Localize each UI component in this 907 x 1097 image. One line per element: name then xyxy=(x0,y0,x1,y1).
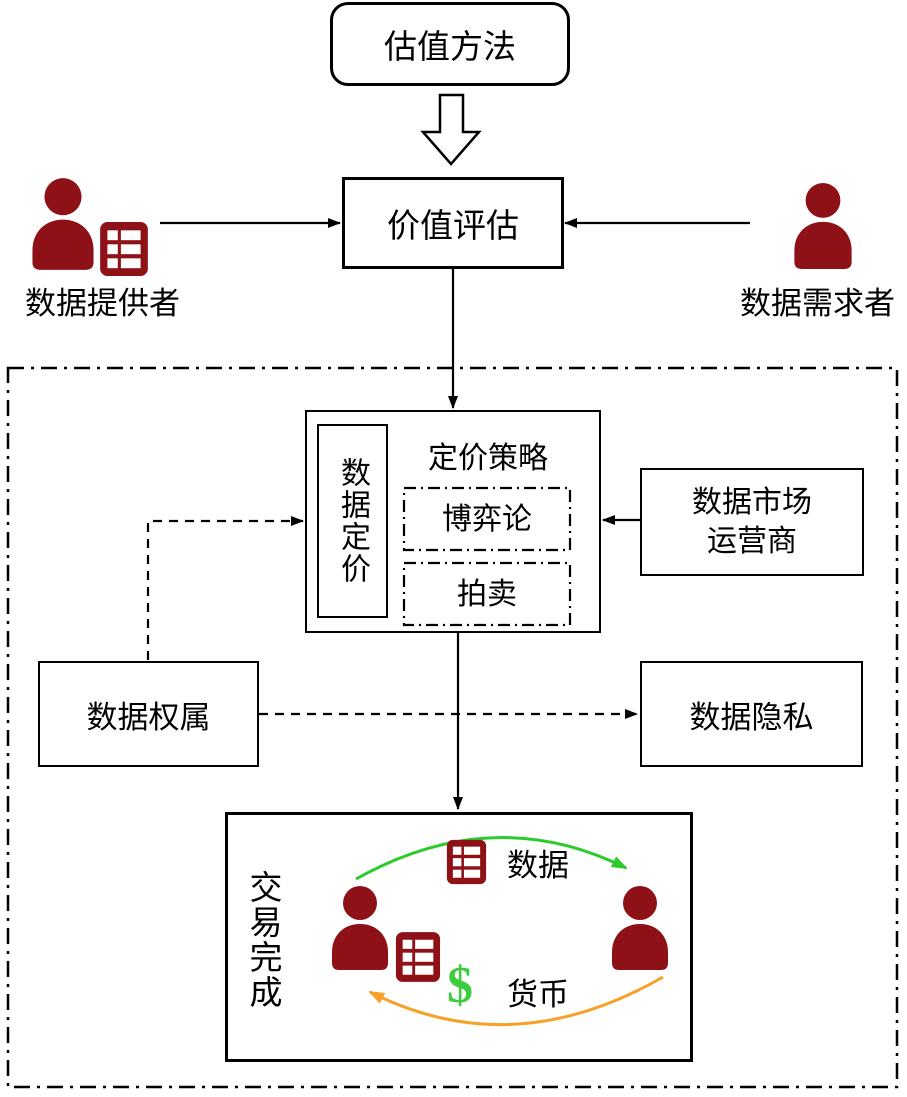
hollow-down-arrow xyxy=(420,93,482,166)
transaction-complete-label: 交易完成 xyxy=(244,870,280,1010)
data-pricing-side-box: 数据定价 xyxy=(317,424,388,618)
market-operator-box: 数据市场 运营商 xyxy=(640,468,864,576)
valuation-method-box: 估值方法 xyxy=(330,2,570,86)
market-operator-line2: 运营商 xyxy=(707,525,797,558)
consumer-person-icon xyxy=(785,181,861,271)
data-pricing-side-label: 数据定价 xyxy=(336,457,369,585)
data-flow-spreadsheet-icon xyxy=(446,839,487,885)
game-theory-label: 博弈论 xyxy=(442,502,532,536)
provider-spreadsheet-icon xyxy=(99,221,149,277)
value-assessment-label: 价值评估 xyxy=(387,209,519,245)
data-consumer-label: 数据需求者 xyxy=(740,285,895,321)
data-provider-label: 数据提供者 xyxy=(25,285,180,321)
transaction-seller-spreadsheet-icon xyxy=(395,931,441,983)
value-assessment-box: 价值评估 xyxy=(342,177,564,269)
market-operator-line1: 数据市场 xyxy=(692,486,812,519)
auction-label: 拍卖 xyxy=(457,577,517,611)
currency-flow-label: 货币 xyxy=(507,976,569,1012)
valuation-method-label: 估值方法 xyxy=(384,30,516,66)
transaction-seller-person-icon xyxy=(328,884,392,972)
data-ownership-box: 数据权属 xyxy=(38,661,259,767)
arrow-ownership-to-pricing xyxy=(146,516,304,660)
data-privacy-label: 数据隐私 xyxy=(689,699,814,735)
dollar-icon: $ xyxy=(447,957,473,1014)
data-privacy-box: 数据隐私 xyxy=(640,661,863,767)
pricing-strategy-title: 定价策略 xyxy=(428,441,548,475)
data-flow-label: 数据 xyxy=(507,847,569,883)
data-ownership-label: 数据权属 xyxy=(86,699,211,735)
transaction-buyer-person-icon xyxy=(608,884,672,972)
provider-person-icon xyxy=(26,176,100,272)
